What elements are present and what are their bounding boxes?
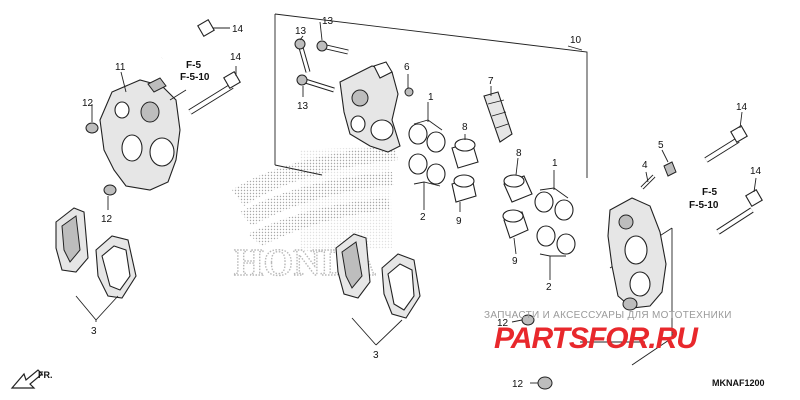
callout-11: 11 — [115, 62, 126, 73]
callout-12: 12 — [512, 379, 524, 390]
bleeder-cap-6 — [404, 87, 414, 97]
honda-wing-logo: HONDA — [232, 146, 398, 285]
caliper-body-half-upper — [339, 61, 401, 153]
piston-8-upper — [451, 138, 479, 169]
callout-2: 2 — [420, 212, 426, 223]
callout-8: 8 — [462, 122, 468, 133]
callout-2: 2 — [546, 282, 552, 293]
callout-14: 14 — [750, 166, 762, 177]
seal-12-d — [537, 376, 553, 390]
callout-9: 9 — [512, 256, 518, 267]
bolt-14-left-bottom — [188, 71, 241, 115]
callout-13: 13 — [297, 101, 309, 112]
callout-numbers: 14 14 11 12 12 3 13 13 13 10 6 7 1 8 2 9… — [82, 16, 762, 390]
left-brake-caliper — [99, 77, 181, 191]
callout-10: 10 — [570, 35, 582, 46]
callout-3: 3 — [373, 350, 379, 361]
callout-7: 7 — [488, 76, 494, 87]
left-seal-12b — [103, 184, 117, 196]
left-seal-12a — [85, 122, 99, 134]
bolt-14-right-bottom — [716, 189, 763, 235]
piston-8-lower — [503, 174, 533, 203]
reference-right-2: F-5-10 — [689, 200, 719, 211]
caliper-body-half-right — [607, 197, 667, 311]
callout-12: 12 — [101, 214, 113, 225]
callout-13: 13 — [322, 16, 334, 27]
assembly-brake-pads — [335, 233, 421, 319]
reference-left-1: F-5 — [186, 60, 201, 71]
piston-9-upper — [451, 174, 477, 203]
reference-labels: F-5 F-5-10 F-5 F-5-10 — [180, 60, 719, 211]
callout-6: 6 — [404, 62, 410, 73]
bolt-14-left-top — [160, 19, 215, 60]
callout-8: 8 — [516, 148, 522, 159]
watermark-caption: ЗАПЧАСТИ И АКСЕССУАРЫ ДЛЯ МОТОТЕХНИКИ — [484, 310, 732, 321]
callout-14: 14 — [230, 52, 242, 63]
callout-14: 14 — [232, 24, 244, 35]
callout-1: 1 — [552, 158, 558, 169]
callout-12: 12 — [497, 318, 509, 329]
diagram-code: MKNAF1200 — [712, 378, 765, 388]
callout-12: 12 — [82, 98, 94, 109]
bolt-13-a — [294, 38, 311, 73]
left-brake-pads — [55, 207, 137, 299]
reference-left-2: F-5-10 — [180, 72, 210, 83]
callout-1: 1 — [428, 92, 434, 103]
watermark: ЗАПЧАСТИ И АКСЕССУАРЫ ДЛЯ МОТОТЕХНИКИ PA… — [484, 310, 732, 355]
callout-4: 4 — [642, 160, 648, 171]
bolt-13-b — [316, 40, 349, 55]
piston-seals-lower — [534, 191, 576, 255]
front-direction-arrow: FR. — [10, 369, 53, 389]
callout-14: 14 — [736, 102, 748, 113]
piston-9-lower — [502, 209, 529, 239]
pad-spring-7 — [483, 91, 513, 143]
reference-right-1: F-5 — [702, 187, 717, 198]
callout-9: 9 — [456, 216, 462, 227]
leader-lines — [75, 21, 757, 384]
bolt-14-right-top — [704, 125, 748, 163]
piston-seals-upper — [408, 123, 446, 185]
watermark-logo: PARTSFOR.RU — [494, 322, 699, 355]
bolt-13-c — [296, 74, 335, 93]
callout-5: 5 — [658, 140, 664, 151]
callout-13: 13 — [295, 26, 307, 37]
bleeder-cap-5 — [663, 161, 677, 177]
callout-3: 3 — [91, 326, 97, 337]
front-arrow-label: FR. — [38, 370, 53, 380]
